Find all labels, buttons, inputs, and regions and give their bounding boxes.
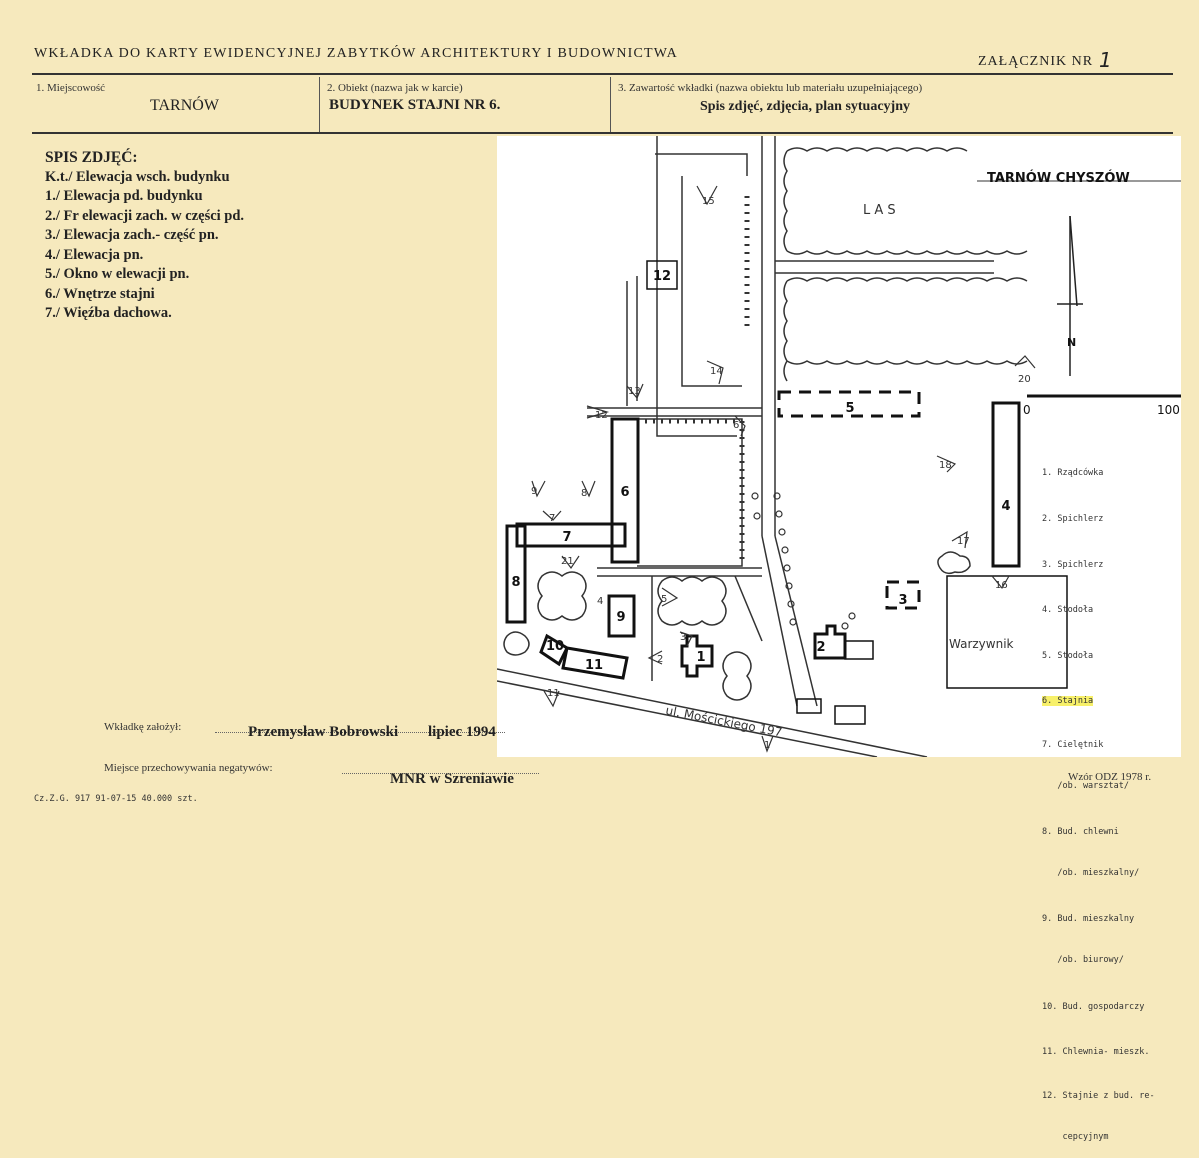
legend-item: 11. Chlewnia- mieszk. — [1042, 1047, 1150, 1058]
svg-text:5: 5 — [661, 594, 667, 605]
legend-item: 12. Stajnie z bud. re- — [1042, 1090, 1155, 1101]
list-item: 4./ Elewacja pn. — [45, 246, 144, 263]
annex-label: ZAŁĄCZNIK NR 1 — [978, 46, 1113, 72]
list-item: 5./ Okno w elewacji pn. — [45, 266, 190, 282]
garden-label: Warzywnik — [949, 637, 1014, 651]
legend-item: 1. Rządcówka — [1042, 468, 1104, 479]
list-item: 1./ Elewacja pd. budynku — [45, 188, 203, 204]
photo-list: SPIS ZDJĘĆ: K.t./ Elewacja wsch. budynku… — [45, 148, 244, 324]
photo-list-heading: SPIS ZDJĘĆ: — [45, 149, 138, 166]
form-title: WKŁADKA DO KARTY EWIDENCYJNEJ ZABYTKÓW A… — [34, 46, 678, 61]
legend-item: 7. Cielętnik — [1042, 740, 1104, 751]
legend-item: /ob. mieszkalny/ — [1042, 868, 1140, 879]
building-label: 1 — [696, 650, 705, 665]
forest-label: L A S — [863, 203, 896, 218]
svg-text:8: 8 — [581, 488, 587, 499]
svg-text:1: 1 — [764, 740, 770, 751]
founder-dots — [215, 720, 505, 733]
field-2-value: BUDYNEK STAJNI NR 6. — [329, 97, 501, 113]
legend-item: 4. Stodoła — [1042, 605, 1094, 616]
svg-text:2: 2 — [657, 654, 663, 665]
list-item: K.t./ Elewacja wsch. budynku — [45, 168, 230, 185]
legend-highlight: 6. Stajnia — [1042, 696, 1094, 707]
print-info: Cz.Z.G. 917 91-07-15 40.000 szt. — [34, 794, 198, 804]
list-item: 3./ Elewacja zach.- część pn. — [45, 227, 219, 243]
legend-item: 9. Bud. mieszkalny — [1042, 913, 1135, 924]
legend-item: /ob. biurowy/ — [1042, 955, 1124, 966]
svg-text:16: 16 — [995, 580, 1008, 591]
legend-item-highlighted: 6. Stajnia — [1042, 694, 1155, 709]
list-item: 7./ Więźba dachowa. — [45, 305, 172, 321]
svg-text:14: 14 — [710, 366, 723, 377]
field-1-label: 1. Miejscowość — [36, 82, 106, 94]
svg-text:18: 18 — [939, 460, 952, 471]
svg-text:20: 20 — [1018, 374, 1031, 385]
divider — [610, 77, 611, 132]
map-title: TARNÓW CHYSZÓW — [987, 170, 1130, 186]
legend-item: 10. Bud. gospodarczy — [1042, 1001, 1145, 1012]
legend-item: 2. Spichlerz — [1042, 514, 1104, 525]
building-label: 5 — [845, 401, 854, 416]
divider — [319, 77, 320, 132]
legend-item: 8. Bud. chlewni — [1042, 826, 1119, 837]
building-label: 2 — [816, 640, 825, 655]
svg-text:15: 15 — [702, 196, 715, 207]
svg-text:3: 3 — [680, 632, 686, 643]
building-label: 12 — [653, 269, 671, 284]
map-legend: 1. Rządcówka 2. Spichlerz 3. Spichlerz 4… — [1042, 436, 1155, 1158]
scale-min: 0 — [1023, 403, 1031, 417]
svg-text:13: 13 — [628, 386, 641, 397]
svg-text:17: 17 — [957, 536, 970, 547]
date-value: lipiec 1994 — [428, 724, 496, 740]
founder-value: Przemysław Bobrowski — [248, 724, 399, 740]
field-3-label: 3. Zawartość wkładki (nazwa obiektu lub … — [618, 82, 923, 94]
field-rule — [32, 132, 1173, 134]
building-label: 9 — [616, 610, 625, 625]
svg-text:21: 21 — [561, 556, 574, 567]
legend-item: 5. Stodoła — [1042, 650, 1094, 661]
building-label: 3 — [898, 593, 907, 608]
storage-dots — [342, 761, 539, 774]
scale-max: 100 — [1157, 403, 1180, 417]
building-label: 10 — [546, 639, 564, 654]
north-label: N — [1067, 336, 1076, 349]
svg-text:9: 9 — [531, 486, 537, 497]
form-info: Wzór ODZ 1978 r. — [1068, 771, 1152, 783]
svg-text:4: 4 — [597, 596, 603, 607]
svg-text:12: 12 — [595, 410, 608, 421]
svg-text:7: 7 — [549, 513, 555, 524]
founder-label: Wkładkę założył: — [104, 721, 182, 733]
header-rule — [32, 73, 1173, 75]
building-label: 8 — [511, 575, 520, 590]
list-item: 2./ Fr elewacji zach. w części pd. — [45, 207, 245, 224]
legend-item: cepcyjnym — [1042, 1132, 1109, 1143]
annex-number: 1 — [1099, 48, 1113, 72]
building-label: 7 — [562, 530, 571, 545]
building-label: 11 — [585, 658, 603, 673]
storage-label: Miejsce przechowywania negatywów: — [104, 762, 273, 774]
building-label: 4 — [1001, 499, 1010, 514]
street-label: ul. Mościckiego 197 — [664, 703, 783, 739]
svg-text:6: 6 — [733, 420, 739, 431]
legend-item: 3. Spichlerz — [1042, 559, 1104, 570]
svg-text:11: 11 — [547, 688, 560, 699]
list-item: 6./ Wnętrze stajni — [45, 285, 155, 302]
field-1-value: TARNÓW — [150, 97, 219, 114]
legend-item: /ob. warsztat/ — [1042, 781, 1129, 792]
building-label: 6 — [620, 485, 629, 500]
storage-value: MNR w Szreniawie — [390, 771, 514, 787]
field-2-label: 2. Obiekt (nazwa jak w karcie) — [327, 82, 463, 94]
field-3-value: Spis zdjęć, zdjęcia, plan sytuacyjny — [700, 99, 910, 114]
annex-label-text: ZAŁĄCZNIK NR — [978, 54, 1094, 69]
